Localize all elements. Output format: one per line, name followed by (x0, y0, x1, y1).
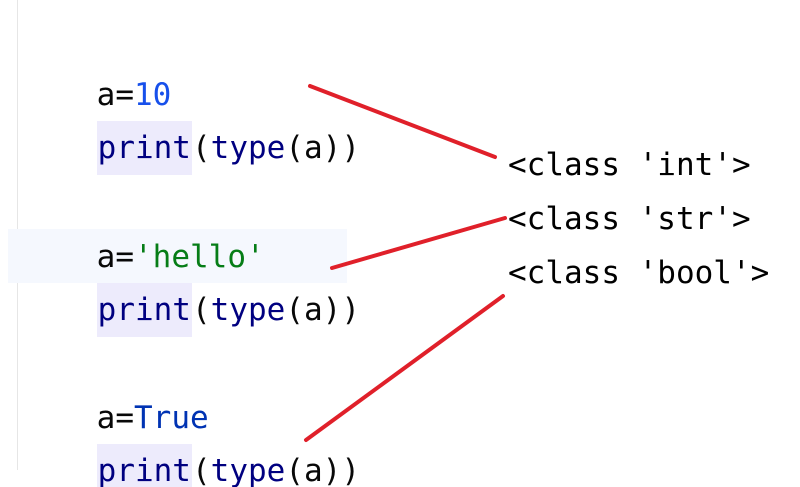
code-line-print-type-1[interactable]: print(type(a)) (22, 67, 360, 175)
code-line-assign-bool[interactable]: a=True (22, 337, 209, 436)
output-line-str: <class 'str'> (508, 201, 751, 237)
bool-literal: True (134, 400, 209, 436)
close-parens: )) (322, 453, 360, 487)
type-function: type (210, 130, 286, 166)
variable-name: a (96, 239, 116, 275)
output-line-bool: <class 'bool'> (508, 255, 770, 291)
open-paren: ( (191, 453, 211, 487)
type-function: type (210, 292, 286, 328)
assign-operator: = (115, 400, 134, 436)
assign-operator: = (115, 77, 134, 113)
open-paren: ( (285, 453, 304, 487)
variable-name: a (96, 77, 116, 113)
argument: a (303, 453, 323, 487)
print-function: print (96, 283, 192, 337)
type-function: type (210, 453, 286, 487)
assign-operator: = (115, 239, 134, 275)
close-parens: )) (322, 130, 360, 166)
variable-name: a (96, 400, 116, 436)
string-literal: 'hello' (134, 239, 265, 275)
print-function: print (96, 121, 192, 175)
code-line-assign-str[interactable]: a='hello' (22, 176, 265, 275)
int-literal: 10 (134, 77, 172, 113)
print-function: print (96, 444, 192, 487)
close-parens: )) (322, 292, 360, 328)
code-line-print-type-3[interactable]: print(type(a)) (22, 390, 360, 487)
output-line-int: <class 'int'> (508, 147, 751, 183)
code-line-print-type-2[interactable]: print(type(a)) (22, 229, 360, 337)
open-paren: ( (285, 130, 304, 166)
open-paren: ( (191, 292, 211, 328)
current-line-highlight (8, 229, 347, 283)
open-paren: ( (285, 292, 304, 328)
open-paren: ( (191, 130, 211, 166)
code-line-assign-int[interactable]: a=10 (22, 14, 172, 113)
argument: a (303, 292, 323, 328)
argument: a (303, 130, 323, 166)
